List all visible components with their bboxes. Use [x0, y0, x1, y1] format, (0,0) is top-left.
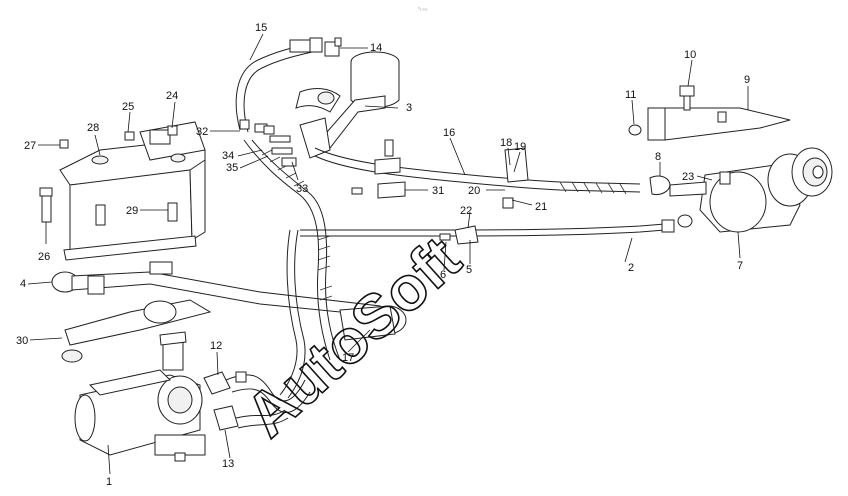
callout-22: 22 [460, 205, 472, 217]
pressure-pipe [300, 214, 693, 245]
leader-lines [27, 33, 749, 475]
callout-15: 15 [255, 22, 267, 34]
callout-23: 23 [682, 171, 694, 183]
callout-19: 19 [514, 141, 526, 153]
callout-16: 16 [443, 127, 455, 139]
power-steering-pump [649, 147, 833, 233]
callout-21: 21 [535, 201, 547, 213]
steering-gear-box [74, 331, 206, 462]
watermark-text: AutoSoft [233, 224, 474, 450]
mounting-bolts [239, 119, 297, 167]
fluid-reservoir [295, 51, 400, 159]
return-hose-assembly [235, 37, 342, 399]
callout-8: 8 [655, 151, 661, 163]
callout-20: 20 [468, 185, 480, 197]
callout-26: 26 [38, 251, 50, 263]
callout-31: 31 [432, 185, 444, 197]
bracket-bolts [39, 125, 178, 226]
steering-linkage [51, 261, 407, 363]
callout-6: 6 [440, 269, 446, 281]
pump-bracket [59, 121, 206, 261]
header-mark: ⁰₀ ₀₀₀ [418, 6, 428, 11]
callout-27: 27 [24, 140, 36, 152]
callout-11: 11 [625, 89, 636, 101]
callout-5: 5 [466, 264, 472, 276]
callout-24: 24 [166, 90, 178, 102]
callout-13: 13 [222, 458, 234, 470]
pressure-hoses [203, 371, 311, 431]
callout-34: 34 [222, 150, 234, 162]
callout-2: 2 [628, 262, 634, 274]
callout-30: 30 [16, 335, 28, 347]
return-line [314, 139, 641, 209]
callout-1: 1 [106, 476, 112, 488]
callout-35: 35 [226, 162, 238, 174]
callout-labels: 1 2 3 4 5 6 7 8 9 10 11 12 13 14 15 16 1… [16, 22, 750, 488]
callout-12: 12 [210, 340, 222, 352]
callout-33: 33 [296, 183, 308, 195]
callout-25: 25 [122, 101, 134, 113]
callout-28: 28 [87, 122, 99, 134]
callout-18: 18 [500, 137, 512, 149]
callout-9: 9 [744, 74, 750, 86]
callout-32: 32 [196, 126, 208, 138]
callout-3: 3 [406, 102, 412, 114]
callout-14: 14 [370, 42, 382, 54]
callout-4: 4 [20, 278, 26, 290]
callout-7: 7 [737, 260, 743, 272]
pump-mount-bracket [628, 85, 791, 141]
callout-10: 10 [684, 49, 696, 61]
callout-29: 29 [126, 205, 138, 217]
callout-17: 17 [342, 352, 354, 364]
